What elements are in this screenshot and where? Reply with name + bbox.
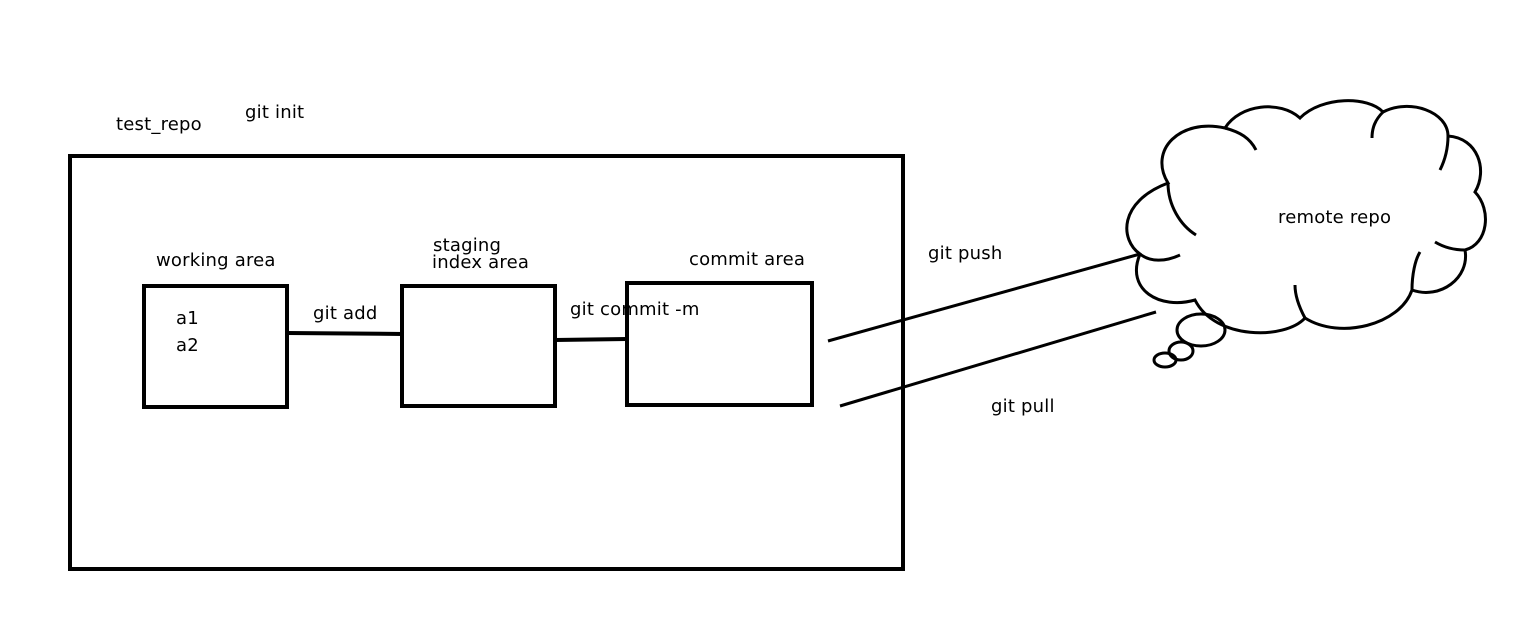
commit-area-label: commit area bbox=[689, 249, 806, 270]
git-pull-label: git pull bbox=[991, 396, 1055, 417]
working-file-a1: a1 bbox=[176, 308, 199, 329]
working-file-a2: a2 bbox=[176, 335, 199, 356]
commit-area-box bbox=[625, 281, 814, 407]
working-area-box bbox=[142, 284, 289, 409]
staging-label: staging bbox=[433, 235, 502, 256]
git-add-label: git add bbox=[313, 303, 378, 324]
git-add-connector bbox=[286, 331, 405, 336]
remote-repo-label: remote repo bbox=[1278, 207, 1392, 228]
working-area-label: working area bbox=[156, 250, 276, 271]
git-commit-connector bbox=[554, 337, 628, 342]
staging-area-box bbox=[400, 284, 557, 408]
git-commit-label: git commit -m bbox=[570, 299, 700, 320]
git-init-label: git init bbox=[245, 102, 305, 123]
git-pull-line bbox=[839, 310, 1157, 408]
index-area-label: index area bbox=[432, 252, 530, 273]
git-push-label: git push bbox=[928, 243, 1003, 264]
repo-name-label: test_repo bbox=[116, 114, 202, 135]
repo-box bbox=[68, 154, 905, 571]
git-push-line bbox=[827, 252, 1141, 343]
remote-repo-cloud bbox=[1125, 99, 1487, 369]
